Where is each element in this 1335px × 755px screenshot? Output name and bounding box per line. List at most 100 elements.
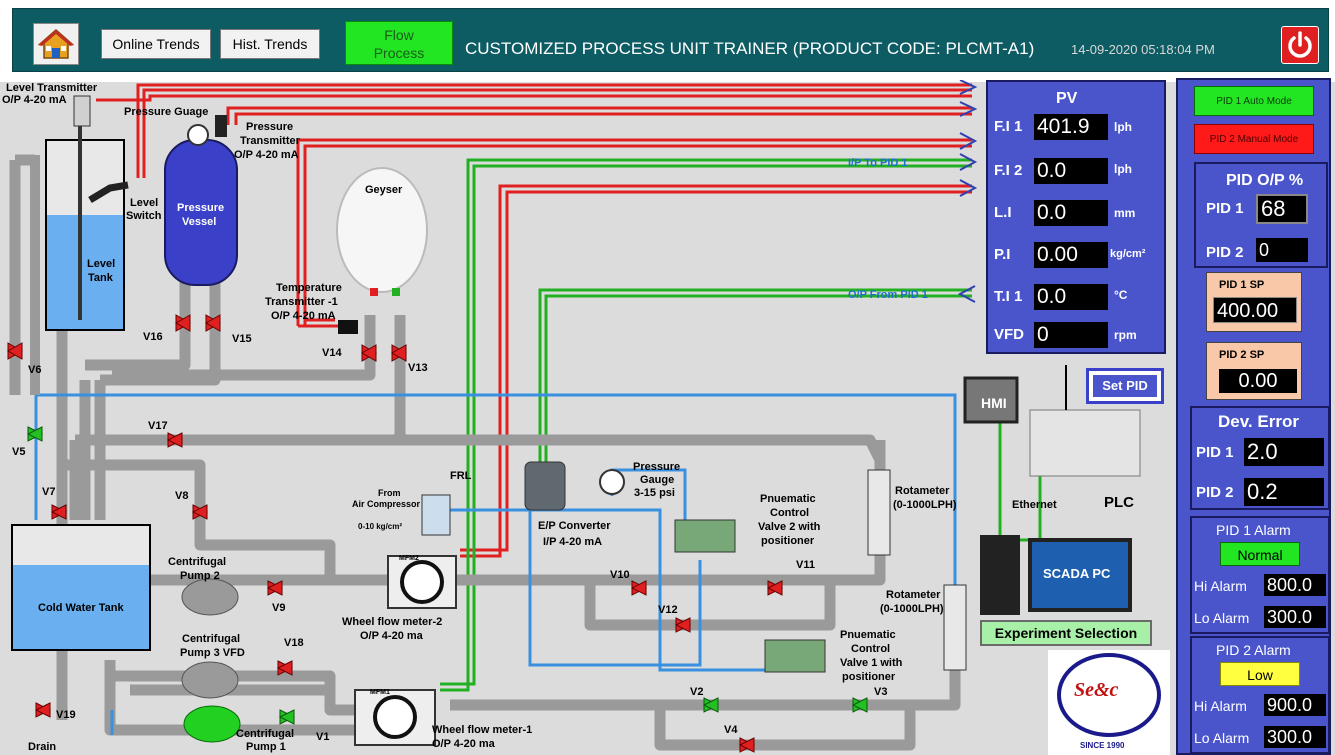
- op-from-pid1-label: O/P From PID 1: [848, 289, 928, 301]
- pcv1-label-3: Valve 1 with: [840, 657, 903, 669]
- valve-v15-label: V15: [232, 333, 252, 345]
- centrifugal-pump-2-label-1: Centrifugal: [168, 556, 227, 568]
- dev-error-box: Dev. Error PID 1 2.0 PID 2 0.2: [1190, 406, 1330, 510]
- pid1-lo-alarm-label: Lo Alarm: [1194, 610, 1250, 626]
- pressure-transmitter-label-2: Transmitter: [240, 135, 300, 147]
- online-trends-button[interactable]: Online Trends: [101, 29, 211, 59]
- air-compressor-label-2: Air Compressor: [352, 499, 421, 509]
- pressure-transmitter-label-3: O/P 4-20 mA: [234, 149, 299, 161]
- level-transmitter-op-label: O/P 4-20 mA: [2, 94, 67, 106]
- pv-label-ti1: T.I 1: [994, 288, 1023, 305]
- pid1-lo-alarm-value[interactable]: 300.0: [1264, 606, 1326, 628]
- pid1-hi-alarm-value[interactable]: 800.0: [1264, 574, 1326, 596]
- valve-v12-label: V12: [658, 604, 678, 616]
- valve-v19-label: V19: [56, 709, 76, 721]
- dev-error-pid1-label: PID 1: [1196, 444, 1234, 461]
- valve-v8-label: V8: [175, 490, 189, 502]
- pv-value-pi: 0.00: [1034, 242, 1108, 268]
- pv-unit-vfd: rpm: [1114, 328, 1137, 342]
- rotameter-1-label-1: Rotameter: [895, 485, 950, 497]
- centrifugal-pump-3-icon: [181, 661, 239, 699]
- centrifugal-pump-2-label-2: Pump 2: [180, 570, 220, 582]
- ethernet-label: Ethernet: [1012, 499, 1057, 511]
- home-button[interactable]: [33, 23, 79, 65]
- level-tank-label-1: Level: [87, 258, 116, 270]
- drain-label: Drain: [28, 741, 57, 753]
- pv-label-pi: P.I: [994, 246, 1011, 263]
- wheel-flow-meter-2-label-2: O/P 4-20 ma: [360, 630, 423, 642]
- page-title: CUSTOMIZED PROCESS UNIT TRAINER (PRODUCT…: [465, 39, 1035, 58]
- pid2-op-label: PID 2: [1206, 244, 1244, 261]
- pcv1-label-1: Pnuematic: [840, 629, 896, 641]
- hist-trends-button[interactable]: Hist. Trends: [220, 29, 320, 59]
- rotameter-2-label-1: Rotameter: [886, 589, 941, 601]
- pid2-alarm-box: PID 2 Alarm Low Hi Alarm 900.0 Lo Alarm …: [1190, 636, 1330, 754]
- level-switch-label-2: Switch: [126, 210, 162, 222]
- wheel-flow-meter-1-label-2: O/P 4-20 ma: [432, 738, 495, 750]
- air-compressor-label-1: From: [378, 488, 401, 498]
- pv-label-li: L.I: [994, 204, 1012, 221]
- hmi-label: HMI: [981, 395, 1007, 411]
- pid2-hi-alarm-label: Hi Alarm: [1194, 698, 1247, 714]
- rotameter-1-label-2: (0-1000LPH): [893, 499, 957, 511]
- pcv1-label-4: positioner: [842, 671, 896, 683]
- pv-unit-li: mm: [1114, 206, 1136, 220]
- pv-unit-fi2: lph: [1114, 162, 1132, 176]
- pid2-manual-mode-button[interactable]: PID 2 Manual Mode: [1194, 124, 1314, 154]
- header-bar: Online Trends Hist. Trends Flow Process …: [12, 8, 1329, 72]
- dev-error-pid1-value: 2.0: [1244, 438, 1324, 466]
- pcv2-label-2: Control: [770, 507, 810, 519]
- logo-text: Se&c: [1074, 679, 1119, 701]
- pid2-sp-value[interactable]: 0.00: [1219, 369, 1297, 393]
- pid2-sp-box: PID 2 SP 0.00: [1206, 342, 1302, 400]
- pid1-op-value[interactable]: 68: [1256, 194, 1308, 224]
- pid1-sp-value[interactable]: 400.00: [1213, 297, 1297, 323]
- pid2-hi-alarm-value[interactable]: 900.0: [1264, 694, 1326, 716]
- control-valve-1-icon: [764, 639, 826, 673]
- valve-v9-label: V9: [272, 602, 286, 614]
- pressure-gauge-label-3: 3-15 psi: [634, 487, 675, 499]
- pressure-gauge-icon: [187, 124, 209, 146]
- wheel-flow-meter-1-label-1: Wheel flow meter-1: [432, 724, 533, 736]
- pid2-lo-alarm-value[interactable]: 300.0: [1264, 726, 1326, 748]
- pressure-gauge-label-2: Gauge: [640, 474, 675, 486]
- pid2-op-value[interactable]: 0: [1256, 238, 1308, 262]
- air-compressor-label-3: 0-10 kg/cm²: [358, 522, 403, 531]
- pid-control-panel: PID 1 Auto Mode PID 2 Manual Mode PID O/…: [1176, 78, 1331, 755]
- ep-converter-label-1: E/P Converter: [538, 520, 611, 532]
- valve-v10-label: V10: [610, 569, 630, 581]
- signal-arrows: [957, 80, 978, 303]
- pv-title: PV: [1056, 90, 1078, 107]
- pid1-hi-alarm-label: Hi Alarm: [1194, 578, 1247, 594]
- power-button[interactable]: [1281, 26, 1319, 64]
- pid1-sp-label: PID 1 SP: [1219, 279, 1265, 291]
- geyser-label: Geyser: [365, 184, 403, 196]
- experiment-selection-button[interactable]: Experiment Selection: [980, 620, 1152, 646]
- mfm2-label: MFM2: [399, 555, 419, 562]
- flow-process-button[interactable]: Flow Process: [345, 21, 453, 65]
- centrifugal-pump-2-icon: [181, 578, 239, 616]
- level-transmitter-label: Level Transmitter: [6, 82, 98, 94]
- pressure-transmitter-label-1: Pressure: [246, 121, 294, 133]
- valve-v7-label: V7: [42, 486, 56, 498]
- temperature-transmitter-label-2: Transmitter -1: [265, 296, 338, 308]
- centrifugal-pump-1-label-2: Pump 1: [246, 741, 286, 753]
- valve-v13-label: V13: [408, 362, 428, 374]
- valve-v4-label: V4: [724, 724, 738, 736]
- valves: [6, 314, 784, 753]
- flow-process-label-2: Process: [373, 45, 425, 61]
- centrifugal-pump-3-label-2: Pump 3 VFD: [180, 647, 245, 659]
- pressure-vessel-label-1: Pressure: [177, 202, 225, 214]
- process-diagram: [6, 80, 1170, 755]
- pcv1-label-2: Control: [851, 643, 891, 655]
- set-pid-button[interactable]: Set PID: [1093, 375, 1157, 397]
- pid1-auto-mode-button[interactable]: PID 1 Auto Mode: [1194, 86, 1314, 116]
- dev-error-pid2-value: 0.2: [1244, 478, 1324, 506]
- pv-label-vfd: VFD: [994, 326, 1024, 343]
- ep-converter-icon: [524, 461, 566, 511]
- rotameter-2-icon: [943, 584, 967, 671]
- temperature-transmitter-label-3: O/P 4-20 mA: [271, 310, 336, 322]
- pid1-alarm-box: PID 1 Alarm Normal Hi Alarm 800.0 Lo Ala…: [1190, 516, 1330, 634]
- ip-to-pid1-label: I/P To PID 1: [848, 157, 908, 169]
- header: Online Trends Hist. Trends Flow Process …: [0, 0, 1335, 82]
